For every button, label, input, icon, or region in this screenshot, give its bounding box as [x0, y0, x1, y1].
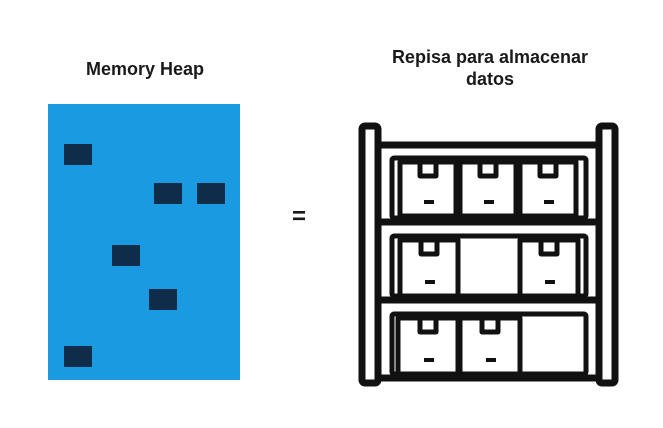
box-icon	[397, 237, 461, 299]
heap-block	[64, 346, 92, 367]
memory-heap	[48, 104, 240, 380]
box-icon	[517, 237, 581, 299]
shelf-upright-right	[595, 122, 619, 387]
memory-heap-title: Memory Heap	[85, 59, 205, 79]
heap-block	[64, 144, 92, 165]
heap-block	[197, 183, 225, 204]
box-icon	[517, 159, 579, 219]
box-icon	[395, 315, 461, 377]
box-icon	[457, 159, 519, 219]
heap-block	[112, 245, 140, 266]
heap-block	[154, 183, 182, 204]
box-icon	[457, 315, 523, 377]
shelf-title: Repisa para almacenar datos	[391, 47, 589, 89]
box-icon	[397, 159, 459, 219]
heap-block	[149, 289, 177, 310]
equals-sign: =	[291, 203, 306, 230]
shelf-upright-left	[358, 122, 382, 387]
